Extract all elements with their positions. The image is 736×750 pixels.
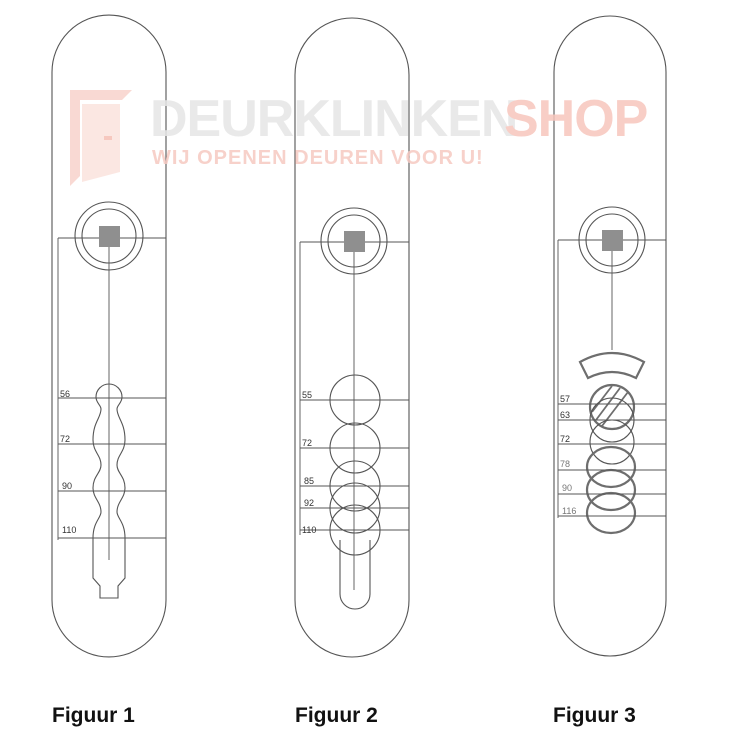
figure-2-dim-label: 55 xyxy=(302,390,312,400)
figure-1-dim-label: 90 xyxy=(62,481,72,491)
watermark-brand-shop: SHOP xyxy=(504,90,647,148)
figure-1-dim-label: 110 xyxy=(62,525,76,535)
figure-3-dim-label: 57 xyxy=(560,394,570,404)
figure-1-dim-label: 72 xyxy=(60,434,70,444)
watermark-brand-deurklinken: DEURKLINKEN xyxy=(150,90,517,148)
figure-3-plate-outline xyxy=(553,15,667,657)
figure-1-dim-label: 56 xyxy=(60,389,70,399)
figure-1-rosette-outer xyxy=(74,201,144,271)
watermark-tagline: WIJ OPENEN DEUREN VOOR U! xyxy=(152,147,484,169)
figure-3-rosette-inner xyxy=(585,213,639,267)
figure-2-dim-label: 92 xyxy=(304,498,314,508)
figure-3-key-hole xyxy=(585,445,637,489)
figure-3-spindle-square xyxy=(602,230,623,251)
figure-2-plate-outline xyxy=(294,17,410,658)
figure-1-key-slot xyxy=(92,383,126,599)
figure-2-rosette-inner xyxy=(327,214,381,268)
figure-3-dim-label: 72 xyxy=(560,434,570,444)
figure-3-dim-label: 63 xyxy=(560,410,570,420)
figure-3-arc-indicator xyxy=(578,352,646,380)
figure-3-caption: Figuur 3 xyxy=(553,704,636,727)
figure-1-rosette-inner xyxy=(81,208,137,264)
figure-2: 55 72 85 92 110 Figuur 2 xyxy=(294,17,410,727)
figure-2-key-slot-tail xyxy=(339,540,371,610)
figure-3-dim-label: 78 xyxy=(560,459,570,469)
figure-2-spindle-square xyxy=(344,231,365,252)
figure-1-caption: Figuur 1 xyxy=(52,704,135,727)
figure-3-dim-label: 116 xyxy=(562,506,576,516)
figure-3: 57 63 72 78 90 116 Figuur 3 xyxy=(553,15,667,727)
figure-1-spindle-square xyxy=(99,226,120,247)
figure-3-dim-label: 90 xyxy=(562,483,572,493)
watermark: DEURKLINKEN SHOP WIJ OPENEN DEUREN VOOR … xyxy=(70,90,648,186)
figure-2-dim-label: 110 xyxy=(302,525,316,535)
figure-3-hatched-hole xyxy=(588,383,636,431)
figure-3-key-hole xyxy=(585,491,637,535)
figure-2-rosette-outer xyxy=(320,207,388,275)
figure-2-dim-label: 85 xyxy=(304,476,314,486)
figure-2-dim-label: 72 xyxy=(302,438,312,448)
door-icon xyxy=(70,90,132,186)
figure-2-caption: Figuur 2 xyxy=(295,704,378,727)
figure-3-rosette-outer xyxy=(578,206,646,274)
figure-1: 56 72 90 110 Figuur 1 xyxy=(51,14,167,727)
